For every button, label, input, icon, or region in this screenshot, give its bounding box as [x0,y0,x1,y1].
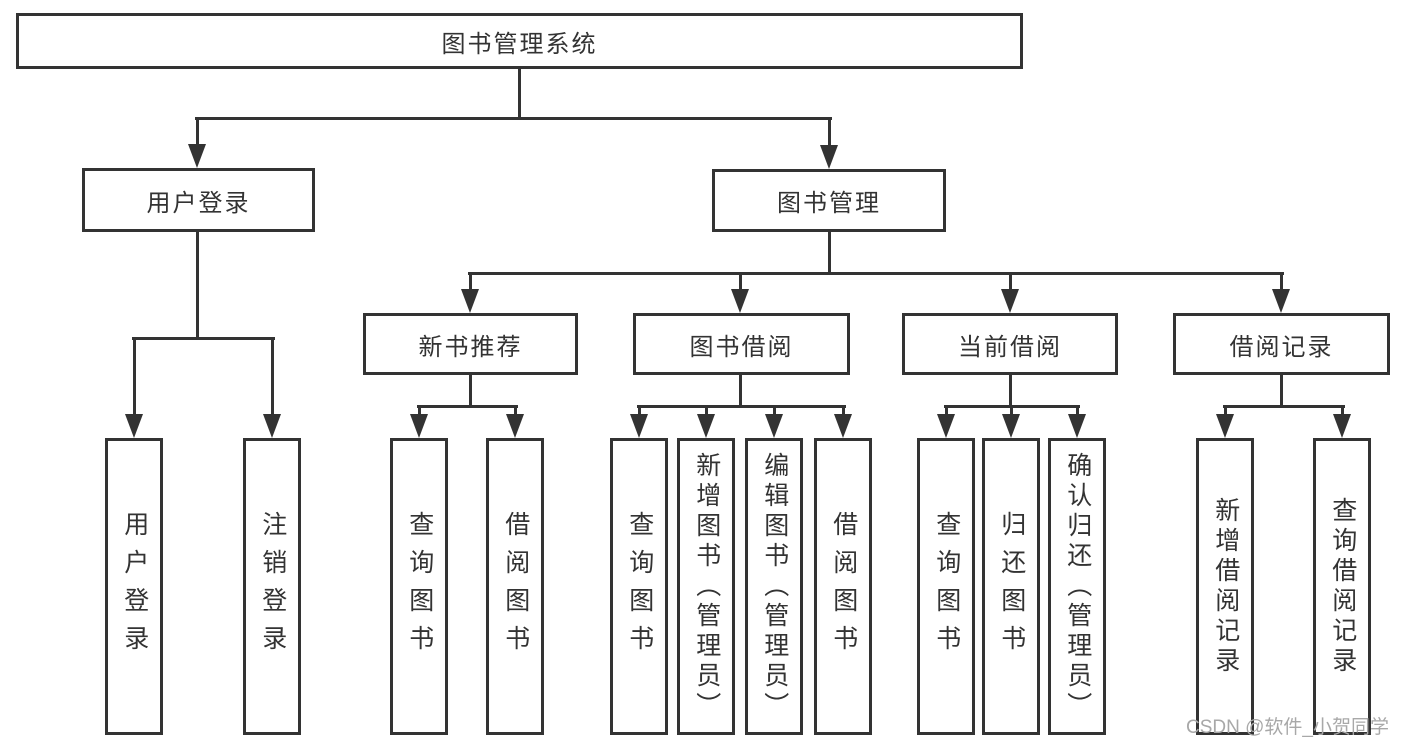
connector-stem [469,375,472,408]
leaf-label: 借阅图书 [829,510,858,663]
arrowhead-icon [820,145,838,169]
leaf-label: 编辑图书（管理员） [760,451,789,722]
connector-stem [739,375,742,408]
connector-arrow-stem [638,406,641,416]
node-current-borrowing: 当前借阅 [902,313,1118,375]
connector-arrow-stem [514,406,517,416]
connector-arrow-stem [739,273,742,291]
arrowhead-icon [765,414,783,438]
connector-arrow-stem [1076,406,1079,416]
leaf-query-books-borrowing: 查询图书 [610,438,668,735]
connector-arrow-stem [773,406,776,416]
connector-arrow-stem [469,273,472,291]
connector-arrow-stem [271,338,274,416]
connector-hline [468,272,1284,275]
node-library-management-system: 图书管理系统 [16,13,1023,69]
connector-arrow-stem [196,118,199,146]
leaf-query-books-recommend: 查询图书 [390,438,448,735]
arrowhead-icon [1001,289,1019,313]
connector-hline [195,117,832,120]
node-label: 当前借阅 [958,333,1062,361]
leaf-query-borrow-record: 查询借阅记录 [1313,438,1371,735]
arrowhead-icon [506,414,524,438]
node-label: 图书借阅 [689,333,794,361]
leaf-label: 借阅图书 [501,510,530,663]
arrowhead-icon [1216,414,1234,438]
connector-arrow-stem [1010,406,1013,416]
connector-hline [1223,405,1345,408]
arrowhead-icon [937,414,955,438]
leaf-label: 归还图书 [997,510,1026,663]
csdn-watermark: CSDN @软件_小贺同学 [1186,717,1389,738]
connector-stem [1009,375,1012,408]
connector-stem [828,232,831,275]
connector-arrow-stem [418,406,421,416]
arrowhead-icon [461,289,479,313]
connector-arrow-stem [1341,406,1344,416]
node-user-login: 用户登录 [82,168,315,232]
connector-hline [132,337,275,340]
connector-arrow-stem [945,406,948,416]
connector-arrow-stem [1009,273,1012,291]
leaf-logout: 注销登录 [243,438,301,735]
leaf-label: 查询图书 [932,510,961,663]
arrowhead-icon [1272,289,1290,313]
connector-arrow-stem [1280,273,1283,291]
connector-arrow-stem [133,338,136,416]
connector-hline [417,405,518,408]
node-label: 借阅记录 [1229,333,1334,361]
leaf-add-borrow-record: 新增借阅记录 [1196,438,1254,735]
arrowhead-icon [410,414,428,438]
node-label: 用户登录 [146,189,251,217]
leaf-return-books: 归还图书 [982,438,1040,735]
arrowhead-icon [834,414,852,438]
node-book-management: 图书管理 [712,169,946,232]
leaf-query-books-current: 查询图书 [917,438,975,735]
leaf-label: 用户登录 [120,510,149,663]
leaf-label: 注销登录 [258,510,287,663]
leaf-label: 新增借阅记录 [1211,496,1240,677]
connector-stem [518,69,521,120]
leaf-label: 查询图书 [405,510,434,663]
connector-hline [637,405,846,408]
leaf-edit-books-admin: 编辑图书（管理员） [745,438,803,735]
connector-arrow-stem [705,406,708,416]
arrowhead-icon [188,144,206,168]
leaf-add-books-admin: 新增图书（管理员） [677,438,735,735]
leaf-borrow-books-borrowing: 借阅图书 [814,438,872,735]
arrowhead-icon [1333,414,1351,438]
leaf-borrow-books-recommend: 借阅图书 [486,438,544,735]
arrowhead-icon [1068,414,1086,438]
connector-arrow-stem [1224,406,1227,416]
arrowhead-icon [263,414,281,438]
leaf-label: 查询图书 [625,510,654,663]
connector-arrow-stem [842,406,845,416]
node-label: 新书推荐 [418,333,523,361]
leaf-user-login: 用户登录 [105,438,163,735]
leaf-confirm-return-admin: 确认归还（管理员） [1048,438,1106,735]
node-label: 图书管理系统 [441,30,598,58]
leaf-label: 查询借阅记录 [1328,496,1357,677]
arrowhead-icon [125,414,143,438]
arrowhead-icon [630,414,648,438]
leaf-label: 确认归还（管理员） [1063,451,1092,722]
connector-stem [1280,375,1283,408]
arrowhead-icon [731,289,749,313]
connector-stem [196,232,199,340]
arrowhead-icon [697,414,715,438]
node-new-book-recommend: 新书推荐 [363,313,578,375]
connector-arrow-stem [828,118,831,147]
leaf-label: 新增图书（管理员） [692,451,721,722]
node-book-borrowing: 图书借阅 [633,313,850,375]
node-label: 图书管理 [777,190,881,217]
arrowhead-icon [1002,414,1020,438]
node-borrowing-records: 借阅记录 [1173,313,1390,375]
